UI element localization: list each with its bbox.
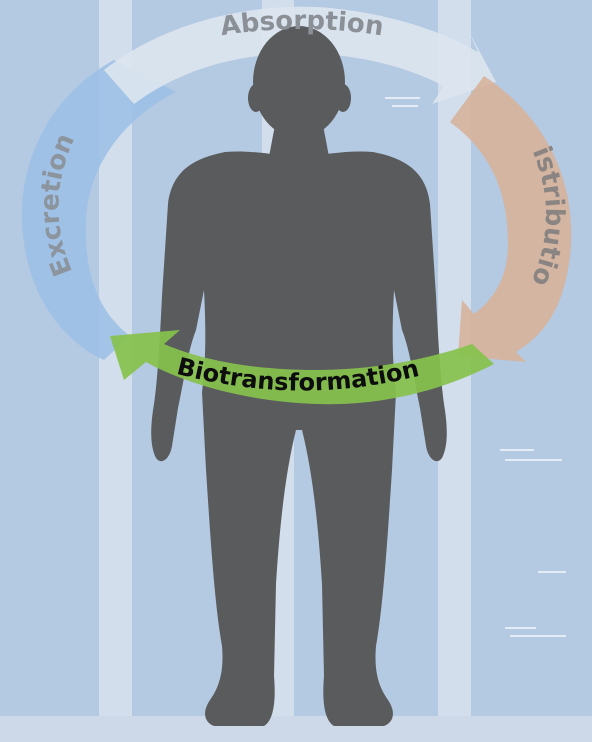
- floor-band: [0, 716, 592, 742]
